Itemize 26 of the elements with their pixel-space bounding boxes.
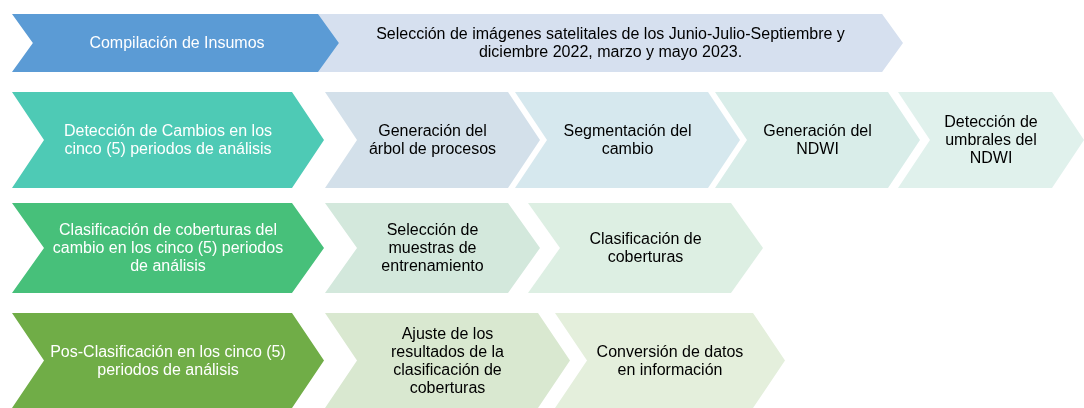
chevron-step [12,203,324,293]
step-text: Detección de Cambios en los cinco (5) periodos de análisis [62,122,274,158]
chevron-step [12,313,324,408]
chevron-step [715,92,920,188]
step-text: Conversión de datos en información [595,342,745,379]
chevron-step [898,92,1084,188]
chevron-step [325,203,540,293]
step-text: Selección de muestras de entrenamiento [380,221,485,275]
chevron-step [528,203,763,293]
chevron-step [515,92,740,188]
step-text: Detección de umbrales del NDWI [943,113,1039,167]
chevron-step [12,92,324,188]
chevron-step [318,14,903,72]
step-text: Generación del árbol de procesos [367,122,498,158]
chevron-step [325,313,570,408]
step-text: Ajuste de los resultados de la clasificación de coberturas [390,324,505,397]
step-text: Clasificación de coberturas del cambio en los cinco (5) periodos de análisis [51,221,285,275]
chevron-step [12,14,342,72]
step-text: Segmentación del cambio [562,122,693,158]
chevron-step [325,92,540,188]
step-text: Clasificación de coberturas [588,230,703,266]
step-text: Pos-Clasificación en los cinco (5) periodos de análisis [50,342,286,379]
step-text: Compilación de Insumos [89,34,265,52]
step-text: Selección de imágenes satelitales de los Junio-Julio-Septiembre y diciembre 2022, marzo y mayo 2023. [375,25,846,61]
step-text: Generación del NDWI [762,122,873,158]
chevron-step [555,313,785,408]
